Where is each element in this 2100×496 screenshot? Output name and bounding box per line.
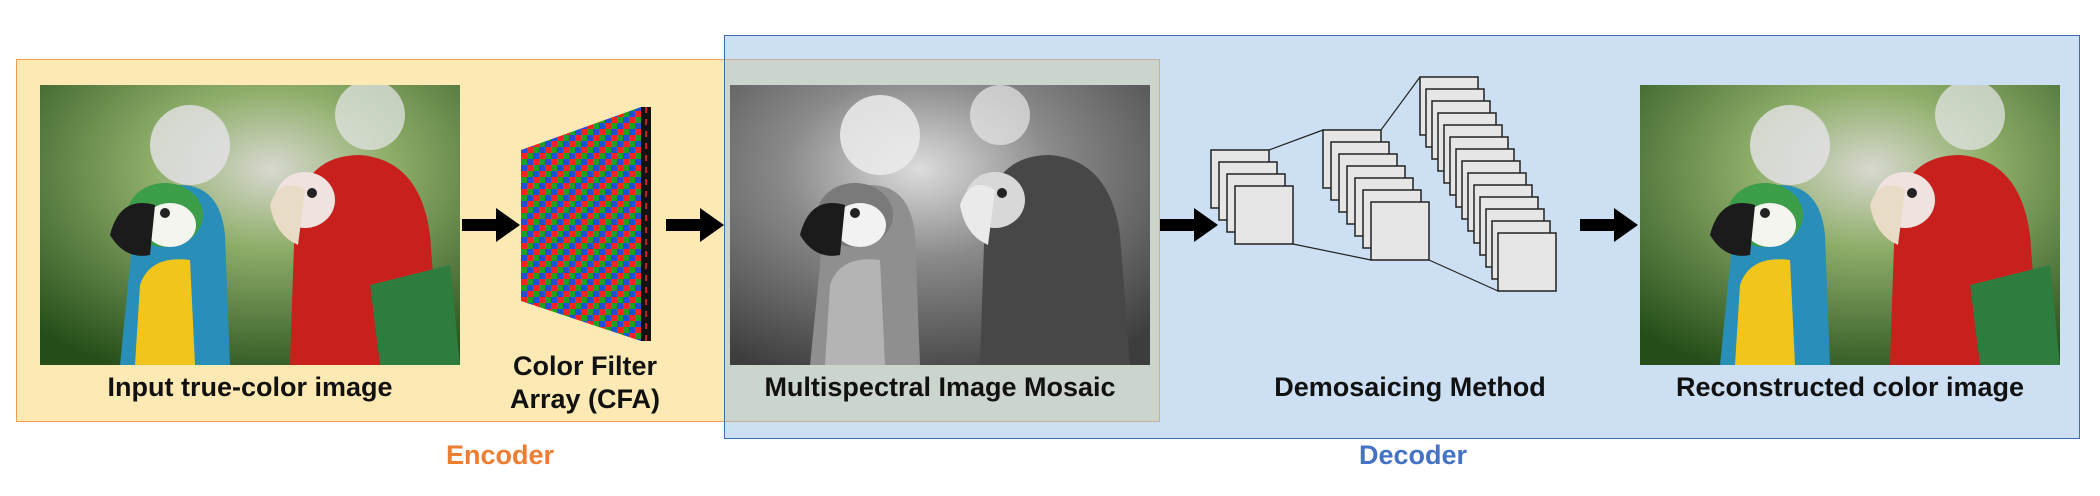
mosaic-image: [730, 85, 1150, 365]
cfa-label: Color Filter Array (CFA): [470, 350, 700, 416]
output-label: Reconstructed color image: [1675, 372, 2025, 402]
encoder-label: Encoder: [445, 440, 555, 470]
demosaic-label: Demosaicing Method: [1274, 372, 1546, 402]
decoder-label: Decoder: [1358, 440, 1468, 470]
cfa-label-line2: Array (CFA): [509, 384, 661, 414]
reconstructed-image: [1640, 80, 2060, 365]
arrow-right-icon: [1160, 208, 1218, 242]
cfa-label-line1: Color Filter: [512, 351, 657, 381]
arrow-right-icon: [462, 208, 520, 242]
input-image-label: Input true-color image: [107, 372, 393, 402]
arrow-right-icon: [666, 208, 724, 242]
arrow-right-icon: [1580, 208, 1638, 242]
input-image: [40, 80, 460, 365]
demosaicing-network-diagram: [1210, 76, 1557, 292]
color-filter-array-icon: [521, 107, 651, 341]
mosaic-label: Multispectral Image Mosaic: [764, 372, 1116, 402]
